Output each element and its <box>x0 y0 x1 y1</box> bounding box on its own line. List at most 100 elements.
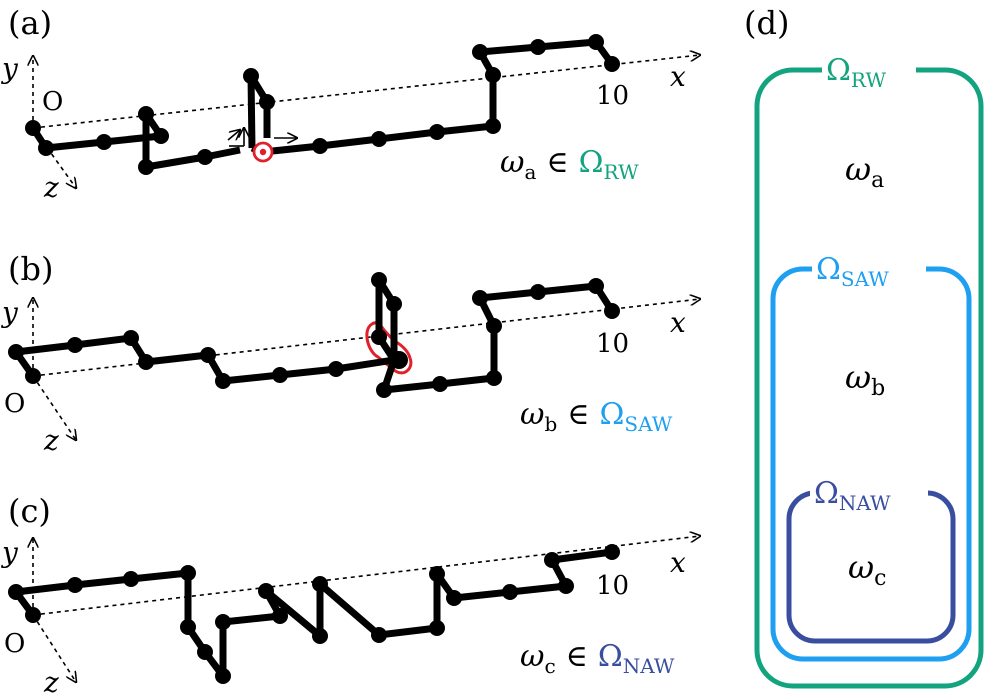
site <box>472 290 488 306</box>
site <box>312 576 328 592</box>
panel-b-caption: ωb∈ΩSAW <box>520 397 673 436</box>
panel-a-revisit-dot <box>259 148 267 156</box>
panel-c-tick-10: 10 <box>596 571 629 601</box>
panel-a-x-label: x <box>670 60 686 93</box>
site <box>67 337 83 353</box>
site <box>215 373 231 389</box>
site <box>123 330 139 346</box>
panel-c-y-label: y <box>0 536 19 569</box>
site <box>123 571 139 587</box>
site <box>502 584 518 600</box>
site <box>138 159 154 175</box>
site <box>371 627 387 643</box>
site <box>38 140 54 156</box>
set-rw-label: ΩRW <box>826 53 886 92</box>
site <box>180 619 196 635</box>
site <box>485 118 501 134</box>
site <box>25 120 41 136</box>
site <box>8 584 24 600</box>
set-saw-label: ΩSAW <box>816 252 889 291</box>
site <box>25 368 41 384</box>
panel-c-z-label: z <box>43 666 59 694</box>
panel-a-tick-10: 10 <box>596 81 629 111</box>
site <box>197 644 213 660</box>
site <box>259 94 275 110</box>
site <box>429 566 445 582</box>
site <box>432 376 448 392</box>
site <box>371 131 387 147</box>
panel-a-walk-loop <box>247 72 271 149</box>
panel-c-z-axis <box>32 614 76 682</box>
site <box>272 608 288 624</box>
site <box>258 583 274 599</box>
panel-c-caption: ωc∈ΩNAW <box>520 639 675 678</box>
panel-b: (b) y O z x 10 <box>0 250 700 457</box>
panel-b-label: (b) <box>8 250 53 288</box>
set-rw-label-gap <box>822 52 916 88</box>
site <box>429 124 445 140</box>
panel-c-sites <box>8 544 620 684</box>
site <box>386 296 402 312</box>
panel-a-caption: ωa∈ΩRW <box>500 145 639 184</box>
site <box>328 361 344 377</box>
site <box>486 370 502 386</box>
panel-c-x-label: x <box>670 546 686 579</box>
site <box>604 544 620 560</box>
panel-a-walk-left <box>30 110 241 171</box>
panel-d-label: (d) <box>744 4 789 42</box>
site <box>558 578 574 594</box>
site <box>588 278 604 294</box>
panel-d: (d) ΩRW ωa ΩSAW ωb ΩNAW ωc <box>744 4 984 689</box>
panel-a-local-arrows <box>227 128 297 147</box>
panel-b-walk <box>15 276 615 394</box>
site <box>486 318 502 334</box>
site <box>530 284 546 300</box>
panel-a-z-label: z <box>43 171 59 204</box>
panel-b-z-label: z <box>43 424 59 457</box>
site <box>604 56 620 72</box>
set-saw-label-gap <box>812 250 926 286</box>
site <box>530 39 546 55</box>
panel-a-sites <box>25 34 620 175</box>
panel-b-x-label: x <box>670 306 686 339</box>
panel-c-origin-label: O <box>4 629 25 659</box>
set-saw-box <box>770 266 972 662</box>
panel-b-y-label: y <box>0 296 19 329</box>
site <box>376 382 392 398</box>
site <box>371 329 387 345</box>
site <box>604 303 620 319</box>
panel-c-label: (c) <box>8 492 51 530</box>
panel-c: (c) y O z x 10 <box>0 492 700 694</box>
site <box>8 344 24 360</box>
site <box>138 354 154 370</box>
site <box>485 67 501 83</box>
panel-b-sites <box>8 272 620 398</box>
panel-b-tick-10: 10 <box>596 329 629 359</box>
panel-b-z-axis <box>32 375 76 440</box>
site <box>200 347 216 363</box>
site <box>390 351 408 369</box>
site <box>429 620 445 636</box>
set-saw-member: ωb <box>845 358 885 401</box>
site <box>197 149 213 165</box>
set-rw-member: ωa <box>845 150 884 193</box>
site <box>138 106 154 122</box>
set-naw-label: ΩNAW <box>814 476 891 515</box>
site <box>472 44 488 60</box>
site <box>180 565 196 581</box>
site <box>153 128 169 144</box>
set-naw-label-gap <box>810 474 928 510</box>
site <box>371 272 387 288</box>
panel-a-y-label: y <box>0 52 19 85</box>
panel-b-origin-label: O <box>4 389 25 419</box>
site <box>588 34 604 50</box>
site <box>67 577 83 593</box>
site <box>312 628 328 644</box>
site <box>243 68 259 84</box>
site <box>312 138 328 154</box>
site <box>446 590 462 606</box>
site <box>544 552 560 568</box>
site <box>25 607 41 623</box>
set-naw-member: ωc <box>848 548 886 591</box>
